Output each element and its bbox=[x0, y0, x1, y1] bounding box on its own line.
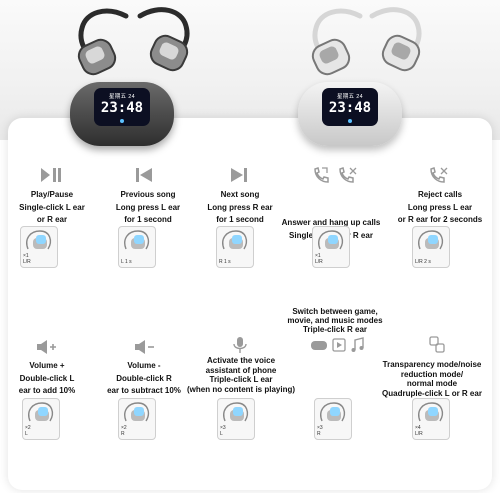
reject-calls-label: Reject calls Long press L ear or R ear f… bbox=[397, 190, 483, 224]
touch-area-highlight bbox=[428, 407, 438, 416]
previous-track-icon bbox=[131, 166, 157, 184]
case-time: 23:48 bbox=[328, 100, 372, 116]
touch-area-highlight bbox=[36, 235, 46, 244]
dark-right-earbud bbox=[137, 7, 190, 72]
status-dot bbox=[120, 119, 124, 123]
next-track-icon bbox=[226, 166, 252, 184]
status-dot bbox=[348, 119, 352, 123]
volume-up-label: Volume + Double-click L ear to add 10% bbox=[18, 361, 76, 395]
voice-assistant-label: Activate the voice assistant of phone Tr… bbox=[187, 356, 295, 394]
reject-call-icon bbox=[426, 166, 452, 184]
touch-area-highlight bbox=[232, 235, 242, 244]
light-left-earbud bbox=[311, 8, 363, 76]
mode-switch-label: Switch between game, movie, and music mo… bbox=[287, 307, 383, 334]
volume-down-label: Volume - Double-click R ear to subtract … bbox=[107, 361, 181, 395]
dark-left-earbud bbox=[77, 8, 129, 76]
play-pause-icon bbox=[38, 166, 64, 184]
next-song-label: Next song Long press R ear for 1 second bbox=[207, 190, 273, 224]
charging-case-dark: 星期五 24 23:48 bbox=[70, 82, 174, 146]
ear-diagram: R 1 s bbox=[216, 226, 254, 268]
case-time: 23:48 bbox=[100, 100, 144, 116]
touch-area-highlight bbox=[134, 235, 144, 244]
transparency-mode-icon bbox=[424, 336, 450, 354]
previous-song-label: Previous song Long press L ear for 1 sec… bbox=[115, 190, 181, 224]
touch-area-highlight bbox=[233, 407, 243, 416]
case-date: 星期五 24 bbox=[337, 94, 363, 100]
touch-area-highlight bbox=[328, 235, 338, 244]
touch-area-highlight bbox=[428, 235, 438, 244]
case-screen: 星期五 24 23:48 bbox=[94, 88, 150, 126]
game-movie-music-icon bbox=[309, 336, 367, 354]
ear-diagram: L 1 s bbox=[118, 226, 156, 268]
charging-case-light: 星期五 24 23:48 bbox=[298, 82, 402, 146]
case-date: 星期五 24 bbox=[109, 94, 135, 100]
touch-area-highlight bbox=[330, 407, 340, 416]
case-screen: 星期五 24 23:48 bbox=[322, 88, 378, 126]
volume-up-icon bbox=[34, 338, 60, 356]
answer-hangup-phone-icon bbox=[312, 166, 362, 184]
touch-area-highlight bbox=[134, 407, 144, 416]
touch-area-highlight bbox=[38, 407, 48, 416]
play-pause-label: Play/Pause Single-click L ear or R ear bbox=[19, 190, 85, 224]
light-right-earbud bbox=[369, 7, 422, 72]
microphone-icon bbox=[227, 336, 253, 354]
volume-down-icon bbox=[132, 338, 158, 356]
transparency-mode-label: Transparency mode/noise reduction mode/ … bbox=[382, 360, 482, 398]
ear-diagram: L/R 2 s bbox=[412, 226, 450, 268]
